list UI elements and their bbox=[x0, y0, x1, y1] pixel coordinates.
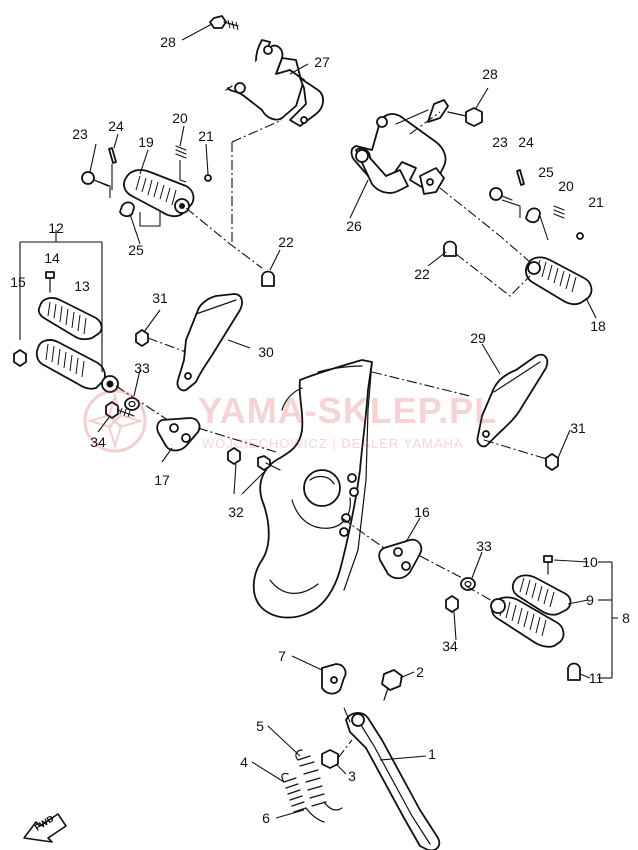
callout-31: 31 bbox=[152, 290, 168, 306]
bolt-28-left bbox=[209, 15, 239, 31]
callout-1: 1 bbox=[428, 746, 436, 762]
callout-7: 7 bbox=[278, 648, 286, 664]
callout-11: 11 bbox=[588, 670, 604, 686]
group-8-bracket-lines bbox=[598, 561, 618, 679]
footrest-13 bbox=[37, 297, 103, 341]
callout-20-right: 20 bbox=[558, 178, 574, 194]
callout-18: 18 bbox=[590, 318, 606, 334]
leader-dash-lines-left bbox=[93, 119, 283, 269]
washer-33-left bbox=[124, 397, 140, 411]
callout-9: 9 bbox=[586, 592, 594, 608]
footrest-19 bbox=[123, 169, 195, 218]
small-parts-right bbox=[443, 169, 584, 257]
washer-33-right bbox=[460, 577, 476, 591]
callout-14: 14 bbox=[44, 250, 60, 266]
callout-21-right: 21 bbox=[588, 194, 604, 210]
ball-21-left bbox=[204, 174, 212, 182]
callout-15: 15 bbox=[10, 274, 26, 290]
heel-guard-30 bbox=[176, 293, 243, 392]
callout-21: 21 bbox=[198, 128, 214, 144]
callout-4: 4 bbox=[240, 754, 248, 770]
callout-34-right: 34 bbox=[442, 638, 458, 654]
callout-24-right: 24 bbox=[518, 134, 534, 150]
callout-27: 27 bbox=[314, 54, 330, 70]
bolt-34-left bbox=[105, 401, 135, 419]
screw-10 bbox=[543, 555, 553, 575]
callout-3: 3 bbox=[348, 768, 356, 784]
bolt-31-right bbox=[545, 453, 559, 471]
spring-20-left bbox=[175, 145, 187, 159]
bolt-28-right bbox=[409, 107, 483, 135]
callout-28-right: 28 bbox=[482, 66, 498, 82]
heel-guard-29 bbox=[371, 353, 551, 461]
callout-2: 2 bbox=[416, 664, 424, 680]
callout-22: 22 bbox=[278, 234, 294, 250]
callout-34: 34 bbox=[90, 434, 106, 450]
damper-25-left bbox=[119, 201, 135, 218]
forward-direction-icon bbox=[23, 813, 67, 843]
callout-25-right: 25 bbox=[538, 164, 554, 180]
callout-5: 5 bbox=[256, 718, 264, 734]
callout-8: 8 bbox=[622, 610, 630, 626]
leader-lines-bottom bbox=[343, 707, 351, 723]
callout-17: 17 bbox=[154, 472, 170, 488]
callout-23-right: 23 bbox=[492, 134, 508, 150]
bolt-31-left bbox=[135, 329, 187, 353]
callout-10: 10 bbox=[582, 554, 598, 570]
footrest-18 bbox=[525, 256, 593, 306]
cotter-24-left bbox=[108, 147, 117, 164]
callout-19: 19 bbox=[138, 134, 154, 150]
nut-32 bbox=[227, 447, 281, 471]
callout-28: 28 bbox=[160, 34, 176, 50]
nut-3 bbox=[321, 739, 353, 769]
callout-30: 30 bbox=[258, 344, 274, 360]
rear-footrest-bracket-right bbox=[350, 99, 449, 195]
callout-20: 20 bbox=[172, 110, 188, 126]
bolt-34-right bbox=[445, 595, 459, 613]
callout-31-right: 31 bbox=[570, 420, 586, 436]
callout-16: 16 bbox=[414, 504, 430, 520]
spring-5 bbox=[295, 749, 343, 811]
leader-dash-lines-right bbox=[439, 187, 531, 297]
callout-22-right: 22 bbox=[414, 266, 430, 282]
callout-leader-lines bbox=[89, 23, 597, 819]
callout-32: 32 bbox=[228, 504, 244, 520]
callout-24: 24 bbox=[108, 118, 124, 134]
screw-14 bbox=[45, 271, 55, 293]
footrest-15 bbox=[13, 339, 119, 393]
sidestand-1 bbox=[345, 712, 441, 850]
rear-footrest-bracket-left bbox=[225, 39, 324, 127]
callout-12: 12 bbox=[48, 220, 64, 236]
frame-side-plate bbox=[252, 359, 373, 619]
callout-26: 26 bbox=[346, 218, 362, 234]
footrest-bracket-16 bbox=[341, 517, 467, 581]
callout-33: 33 bbox=[134, 360, 150, 376]
rubber-cap-22-left bbox=[261, 270, 275, 287]
callout-33-right: 33 bbox=[476, 538, 492, 554]
footrest-bracket-17 bbox=[156, 417, 277, 453]
bracket-7 bbox=[321, 663, 347, 695]
callout-25: 25 bbox=[128, 242, 144, 258]
footrest-9 bbox=[511, 574, 572, 616]
callout-29: 29 bbox=[470, 330, 486, 346]
spring-4-6 bbox=[281, 772, 325, 823]
callout-13: 13 bbox=[74, 278, 90, 294]
footrest-11-assy bbox=[465, 585, 581, 681]
callout-23: 23 bbox=[72, 126, 88, 142]
bolt-2 bbox=[381, 669, 403, 701]
callout-6: 6 bbox=[262, 810, 270, 826]
